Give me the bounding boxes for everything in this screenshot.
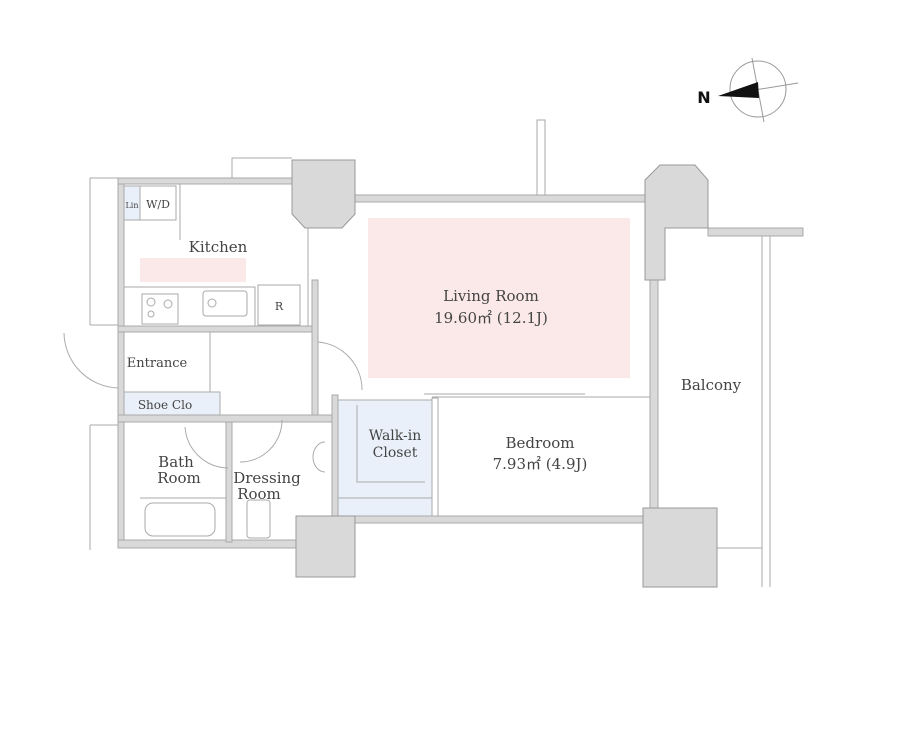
kitchen-area: [140, 258, 246, 282]
pillar: [291, 159, 356, 229]
entrance-label: Entrance: [127, 356, 188, 371]
entrance-door: [63, 332, 119, 389]
living-room-label: Living Room: [443, 287, 539, 305]
walk-in-closet-label: Walk-in: [369, 428, 421, 444]
dressing-room-label: Dressing: [233, 469, 301, 487]
sink-icon: [202, 290, 248, 317]
bedroom-label: Bedroom: [506, 434, 575, 452]
linen-label: Lin: [125, 201, 138, 210]
walk-in-closet-area: [337, 399, 433, 517]
north-label: N: [697, 88, 710, 107]
bathtub-icon: [144, 502, 216, 537]
pillar: [642, 507, 718, 588]
stove-icon: [141, 293, 179, 325]
walk-in-closet-label-2: Closet: [373, 445, 418, 461]
kitchen-label: Kitchen: [189, 238, 248, 256]
washer-dryer-label: W/D: [146, 198, 170, 211]
bath-room-label-2: Room: [157, 469, 201, 487]
toilet-icon: [312, 441, 326, 473]
pillar: [644, 164, 709, 281]
living-room-area-label: 19.60㎡ (12.1J): [434, 309, 548, 327]
bath-door: [184, 426, 229, 469]
shoe-closet-label: Shoe Clo: [138, 398, 192, 412]
compass-icon: N: [697, 57, 799, 123]
dressing-door: [239, 419, 283, 463]
kitchen-counter: [123, 185, 301, 327]
living-room-area: [368, 218, 630, 378]
dressing-room-label-2: Room: [237, 485, 281, 503]
bedroom-area-label: 7.93㎡ (4.9J): [493, 455, 588, 473]
door-swing: [317, 341, 363, 391]
washbasin-icon: [246, 499, 271, 539]
pillar: [295, 515, 356, 578]
bath-room-label: Bath: [158, 453, 194, 471]
refrigerator-label: R: [275, 300, 284, 313]
balcony-label: Balcony: [681, 376, 742, 394]
